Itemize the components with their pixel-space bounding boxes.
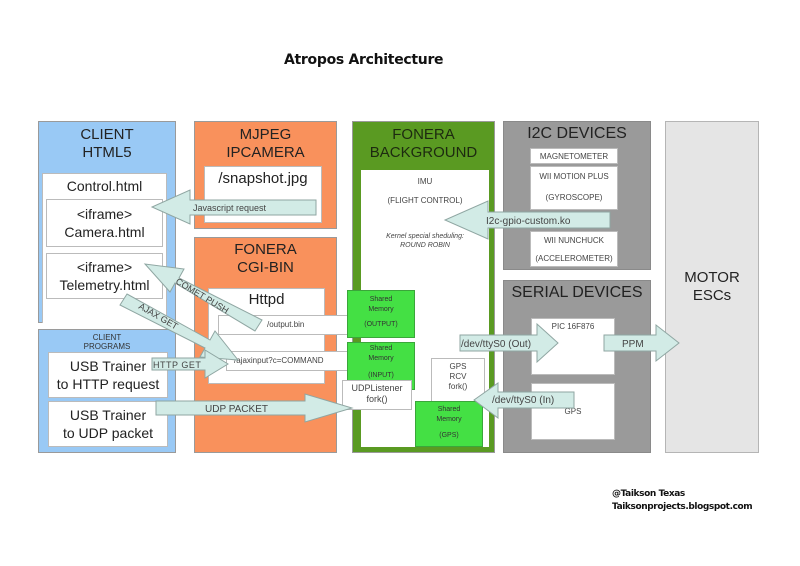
motor-escs-panel: MOTOR ESCs <box>665 121 759 453</box>
client-programs-heading: CLIENT PROGRAMS <box>83 333 131 351</box>
javascript-request-arrow <box>150 189 317 225</box>
mjpeg-heading: MJPEG IPCAMERA <box>226 126 305 161</box>
i2c-gpio-arrow <box>443 200 611 240</box>
tty-out-label: /dev/ttyS0 (Out) <box>461 339 531 350</box>
udp-listener-box: UDPListener fork() <box>342 380 412 410</box>
gps-rcv-box: GPS RCV fork() <box>431 358 485 403</box>
magnetometer-box: MAGNETOMETER <box>530 148 618 164</box>
diagram-title: Atropos Architecture <box>284 52 444 68</box>
i2c-gpio-label: I2c-gpio-custom.ko <box>486 216 571 227</box>
cgi-bin-heading: FONERA CGI-BIN <box>234 241 297 276</box>
http-get-label: HTTP GET <box>153 360 201 370</box>
telemetry-html-box: <iframe> Telemetry.html <box>46 253 163 299</box>
wii-nunchuck-box: WII NUNCHUCK (ACCELEROMETER) <box>530 231 618 267</box>
ppm-label: PPM <box>622 339 644 350</box>
client-html5-heading: CLIENT HTML5 <box>80 126 134 161</box>
shared-memory-output: Shared Memory (OUTPUT) <box>347 290 415 338</box>
ajax-get-arrow <box>119 293 240 361</box>
http-get-arrow <box>151 349 229 379</box>
udp-packet-arrow <box>155 393 354 423</box>
motor-escs-label: MOTOR ESCs <box>684 269 740 304</box>
tty-in-label: /dev/ttyS0 (In) <box>492 395 554 406</box>
usb-udp-box: USB Trainer to UDP packet <box>48 401 168 447</box>
kernel-scheduling-note: Kernel special sheduling: ROUND ROBIN <box>386 233 464 249</box>
tty-out-arrow <box>459 322 559 364</box>
comet-push-arrow <box>143 263 263 332</box>
ppm-arrow <box>603 323 680 363</box>
tty-in-arrow <box>473 382 575 419</box>
udp-packet-label: UDP PACKET <box>205 404 268 415</box>
camera-html-box: <iframe> Camera.html <box>46 199 163 247</box>
footer-credit: @Taikson Texas Taiksonprojects.blogspot.… <box>612 489 753 512</box>
fonera-background-heading: FONERA BACKGROUND <box>369 126 478 161</box>
wii-motion-plus-box: WII MOTION PLUS (GYROSCOPE) <box>530 166 618 210</box>
javascript-request-label: Javascript request <box>193 203 267 213</box>
shared-memory-gps: Shared Memory (GPS) <box>415 401 483 447</box>
blog-link[interactable]: Taiksonprojects.blogspot.com <box>612 502 753 512</box>
comet-push-label: COMET PUSH <box>174 276 230 315</box>
usb-http-box: USB Trainer to HTTP request <box>48 352 168 398</box>
